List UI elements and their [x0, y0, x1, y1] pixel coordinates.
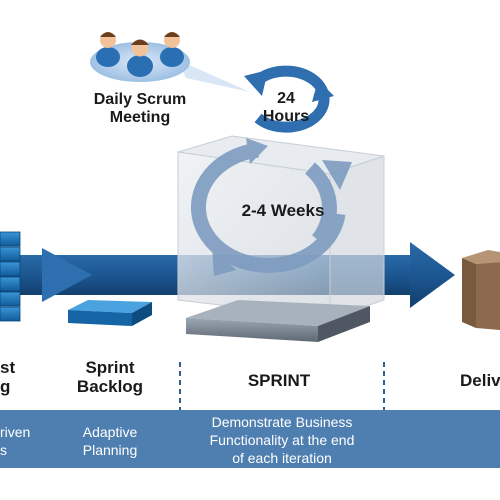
daily-scrum-label: Daily Scrum Meeting: [93, 91, 187, 126]
product-backlog-stack-icon: [0, 231, 21, 322]
cycle-24h-icon: [244, 65, 334, 133]
strip-col3: Demonstrate Business Functionality at th…: [209, 414, 355, 466]
description-strip: [0, 410, 500, 468]
strip-col2: Adaptive Planning: [82, 424, 138, 458]
sprint-backlog-label: Sprint Backlog: [76, 358, 144, 397]
people-icon: [90, 32, 250, 92]
strip-col1: riven s: [0, 424, 31, 458]
hours-label: 24 Hours: [262, 90, 310, 125]
cycle-sprint-icon: [191, 138, 352, 276]
sprint-platform: [186, 300, 370, 342]
deliverable-box-icon: [462, 250, 500, 330]
deliverable-label: Deliv: [460, 371, 500, 390]
product-backlog-label: st g: [0, 358, 16, 397]
sprint-backlog-block-icon: [68, 300, 152, 326]
sprint-label: SPRINT: [247, 371, 311, 390]
weeks-label: 2-4 Weeks: [241, 201, 325, 220]
backlog-to-sprint-arrow: [42, 248, 92, 302]
